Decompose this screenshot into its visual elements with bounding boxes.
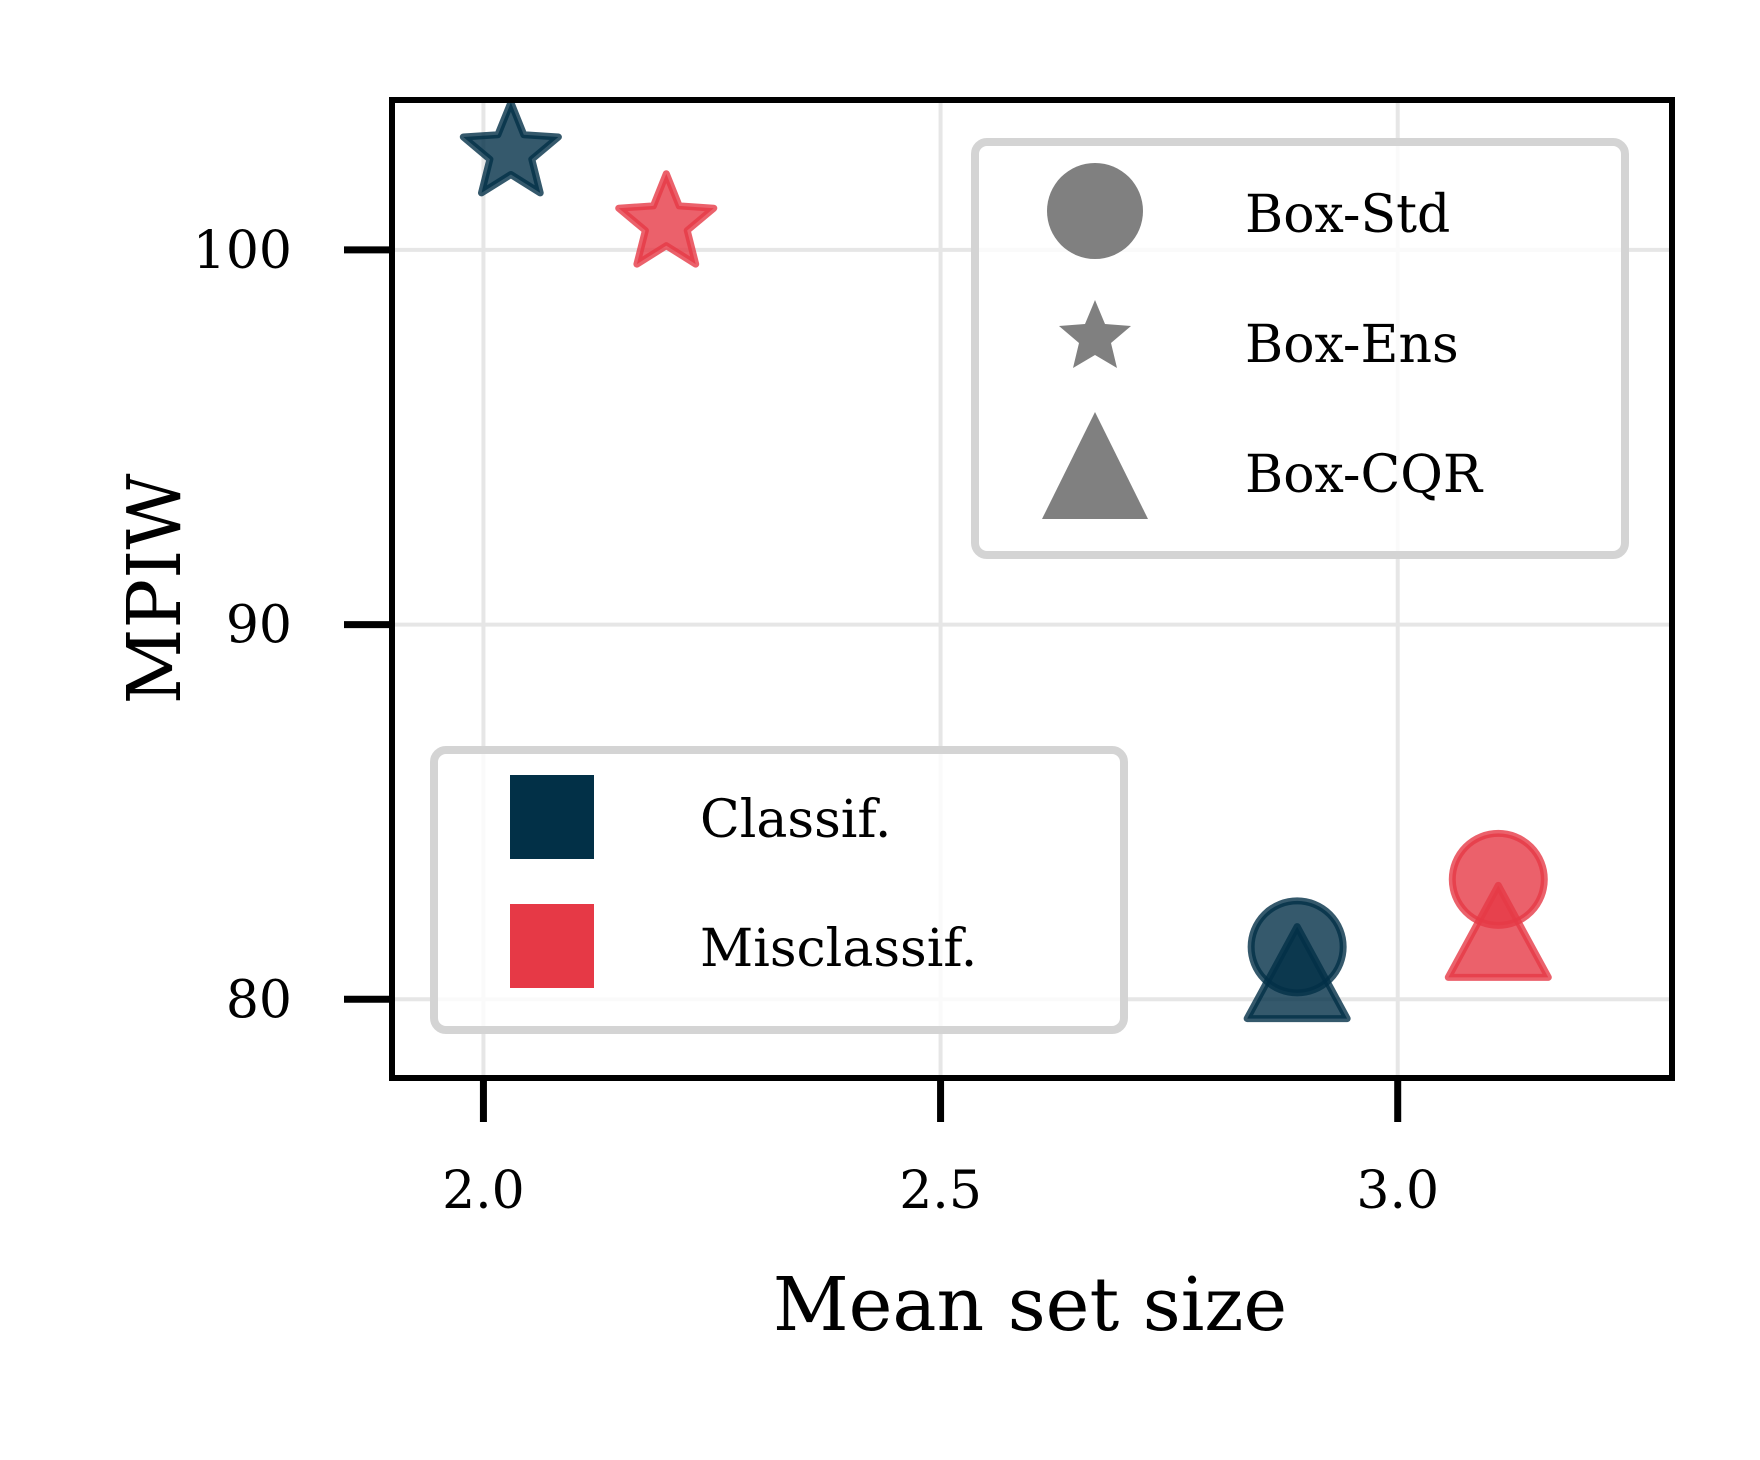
legend-markers: Box-Std Box-Ens Box-CQR [971, 138, 1629, 559]
legend-classes: Classif. Misclassif. [430, 746, 1128, 1034]
legend-markers-frame [971, 138, 1629, 559]
legend-circle-marker [1047, 163, 1143, 259]
legend-classif-swatch [510, 775, 594, 859]
x-axis-title: Mean set size [773, 1262, 1287, 1348]
plot-frame [389, 97, 1675, 1081]
legend-misclassif-label: Misclassif. [700, 919, 977, 979]
legend-classes-frame [430, 746, 1128, 1034]
y-tick-label: 80 [226, 970, 292, 1030]
data-points [459, 99, 1552, 1023]
point-classif-box-ens [459, 99, 562, 197]
legend-box-std-label: Box-Std [1245, 185, 1450, 245]
point-misclassif-box-cqr [1444, 881, 1552, 981]
legend-misclassif-swatch [510, 904, 594, 988]
x-tick-label: 2.5 [899, 1161, 982, 1221]
axis-ticks: 2.0 2.5 3.0 80 90 100 [193, 221, 1439, 1221]
legend-box-cqr-label: Box-CQR [1245, 445, 1484, 505]
y-tick-label: 100 [193, 221, 292, 281]
y-tick-label: 90 [226, 596, 292, 656]
point-classif-box-cqr [1243, 923, 1351, 1023]
legend-classif-label: Classif. [700, 790, 891, 850]
legend-triangle-marker [1042, 412, 1148, 519]
legend-box-ens-label: Box-Ens [1245, 315, 1459, 375]
legend-star-marker [1059, 300, 1131, 368]
x-tick-label: 2.0 [442, 1161, 525, 1221]
x-tick-label: 3.0 [1356, 1161, 1439, 1221]
point-misclassif-box-ens [615, 170, 718, 268]
y-axis-title: MPIW [112, 474, 198, 705]
